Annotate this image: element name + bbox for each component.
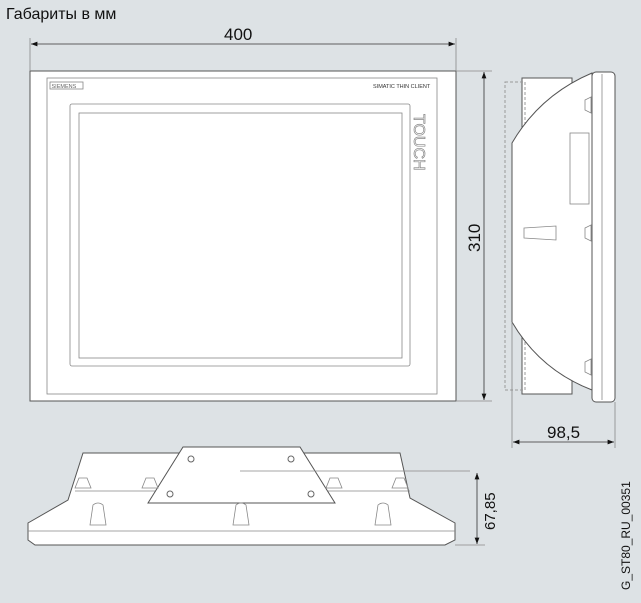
bottom-view xyxy=(27,446,470,546)
bottom-depth-dimension: 67,85 xyxy=(482,492,499,530)
drawing-title: Габариты в мм xyxy=(6,6,117,23)
front-view: SIEMENS SIMATIC THIN CLIENT TOUCH xyxy=(29,70,457,402)
height-dimension: 310 xyxy=(465,224,484,252)
figure-id: G_ST80_RU_00351 xyxy=(619,481,633,590)
side-view xyxy=(504,71,616,403)
model-label: SIMATIC THIN CLIENT xyxy=(373,84,431,90)
brand-logo: SIEMENS xyxy=(52,84,77,90)
width-dimension: 400 xyxy=(224,25,252,44)
touch-label: TOUCH xyxy=(410,114,427,171)
depth-dimension: 98,5 xyxy=(547,423,580,442)
